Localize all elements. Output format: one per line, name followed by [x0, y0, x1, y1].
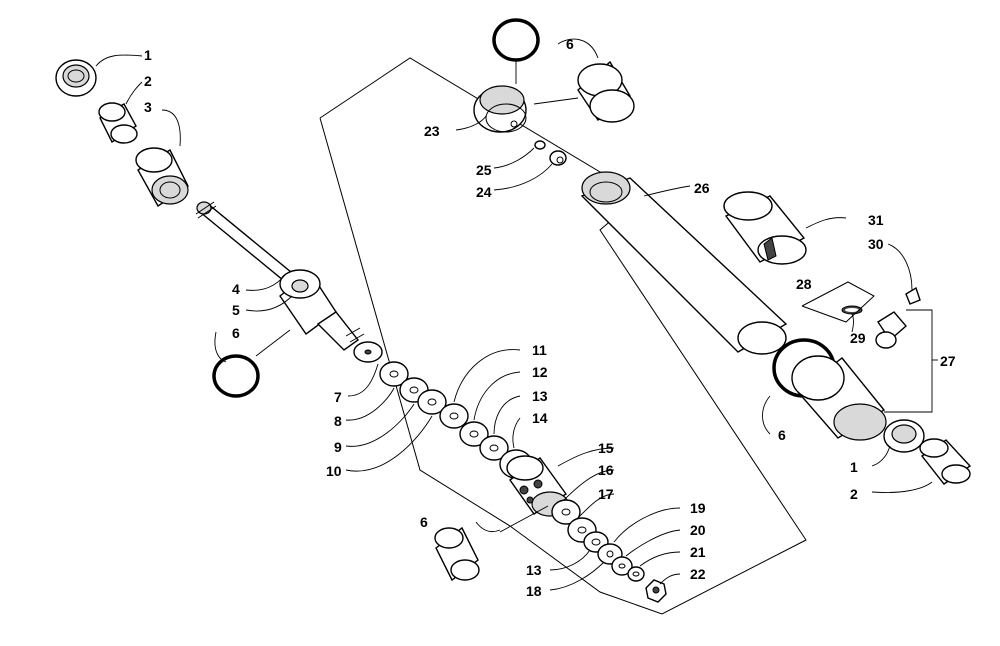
part-12-shim	[459, 421, 489, 447]
callout-18: 18	[526, 583, 542, 599]
part-28-bracket	[801, 281, 875, 323]
callout-7: 7	[334, 389, 342, 405]
assembly-boundary	[319, 57, 807, 615]
part-11-shim	[439, 403, 469, 429]
callout-22: 22	[690, 566, 706, 582]
callout-19: 19	[690, 500, 706, 516]
callout-3: 3	[144, 99, 152, 115]
callout-24: 24	[476, 184, 492, 200]
callout-labels: 1 2 3 4 5 6 7 8 9 10 11 12 13 14 15 16 1…	[144, 36, 956, 599]
part-25-o-ring-small	[534, 140, 546, 150]
part-1-bushing-bottom	[883, 419, 925, 453]
part-23-reservoir-piston	[473, 85, 527, 133]
part-16-shim	[551, 499, 581, 525]
callout-4: 4	[232, 281, 240, 297]
part-2-sleeve-bottom	[919, 438, 972, 485]
part-7-washer	[353, 341, 383, 363]
part-2-sleeve-top	[98, 102, 138, 144]
part-13-shim	[479, 435, 509, 461]
part-22-nut	[645, 579, 667, 603]
callout-6-left: 6	[232, 325, 240, 341]
callout-14: 14	[532, 410, 548, 426]
callout-15: 15	[598, 440, 614, 456]
leader-lines	[95, 38, 938, 591]
callout-1-top: 1	[144, 47, 152, 63]
callout-1-bottom: 1	[850, 459, 858, 475]
part-4-piston-rod	[195, 201, 310, 295]
callout-5: 5	[232, 302, 240, 318]
part-24-valve	[549, 150, 567, 166]
callout-2-top: 2	[144, 73, 152, 89]
part-6-band-lower	[434, 526, 480, 582]
callout-11: 11	[532, 342, 547, 358]
part-3-eye-mount	[135, 147, 189, 208]
part-27-valve-body	[875, 311, 907, 349]
callout-31: 31	[868, 212, 884, 228]
callout-13-b: 13	[526, 562, 542, 578]
callout-8: 8	[334, 413, 342, 429]
part-10-shim	[417, 389, 447, 415]
part-20-shim	[611, 556, 633, 576]
part-31-cover-sleeve	[723, 191, 807, 265]
callout-20: 20	[690, 522, 706, 538]
callout-6-top: 6	[566, 36, 574, 52]
callout-28: 28	[796, 276, 812, 292]
part-21-washer	[627, 566, 645, 582]
callout-13-a: 13	[532, 388, 548, 404]
part-5-rod-end-cap	[279, 269, 365, 351]
callout-17: 17	[598, 486, 614, 502]
callout-21: 21	[690, 544, 706, 560]
part-26-shock-body	[580, 171, 788, 355]
callout-23: 23	[424, 123, 440, 139]
callout-2-bottom: 2	[850, 486, 858, 502]
part-8-shim	[379, 361, 409, 387]
callout-29: 29	[850, 330, 866, 346]
callout-26: 26	[694, 180, 710, 196]
callout-9: 9	[334, 439, 342, 455]
part-body-end-housing	[791, 355, 887, 441]
part-30-cap	[905, 286, 921, 305]
part-1-bushing-top	[55, 59, 97, 97]
part-6-band-top-right	[577, 60, 635, 123]
callout-6-right: 6	[778, 427, 786, 443]
callout-27: 27	[940, 353, 956, 369]
part-6-o-ring-left	[212, 354, 260, 398]
part-6-o-ring-top	[492, 18, 540, 62]
callout-12: 12	[532, 364, 548, 380]
callout-16: 16	[598, 462, 614, 478]
callout-10: 10	[326, 463, 342, 479]
callout-25: 25	[476, 162, 492, 178]
callout-30: 30	[868, 236, 884, 252]
callout-6-lower: 6	[420, 514, 428, 530]
